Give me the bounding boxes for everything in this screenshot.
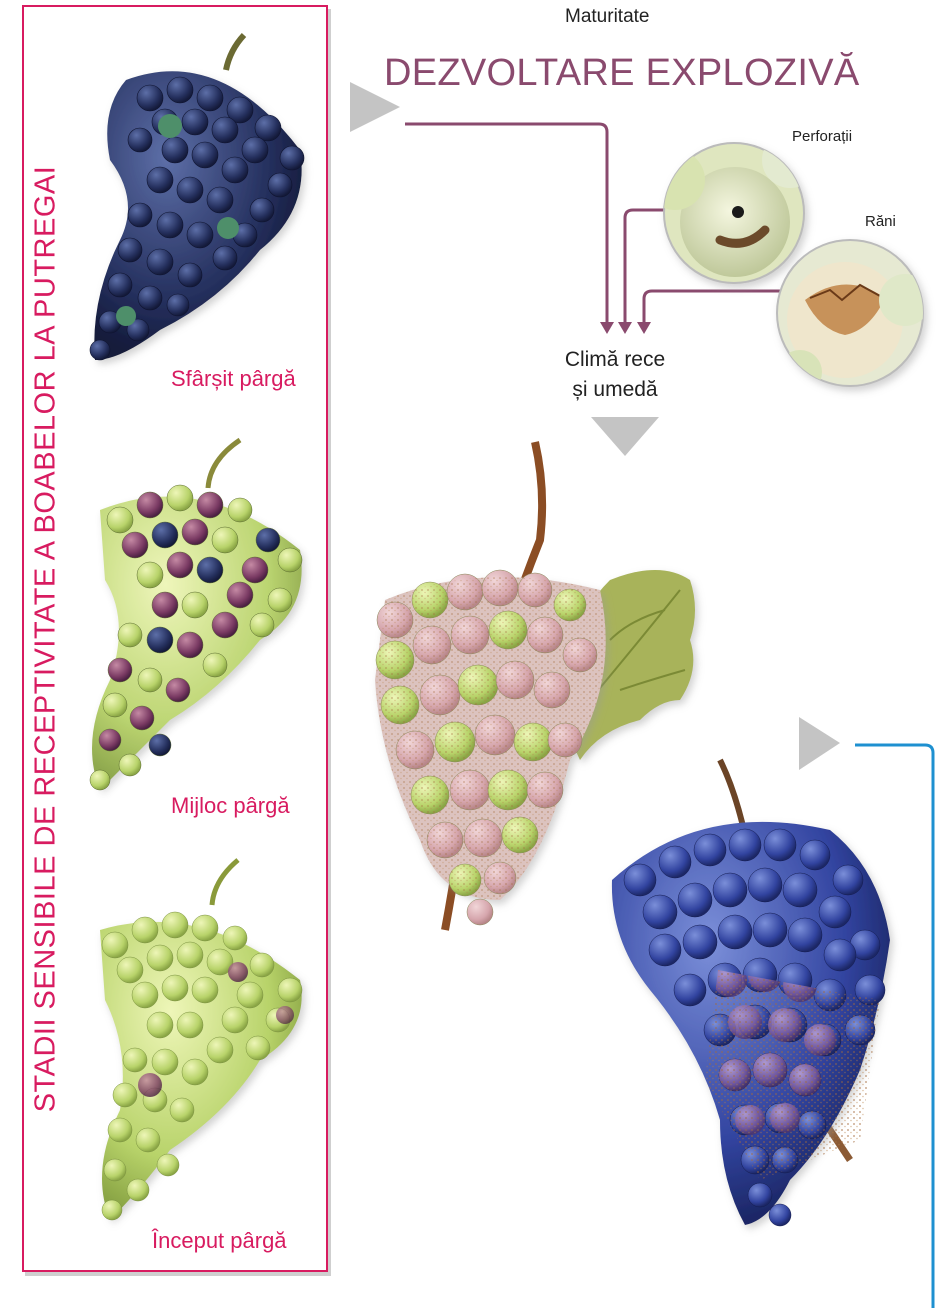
wound-magnifier: [777, 240, 931, 394]
cluster-late-veraison: [90, 35, 304, 360]
connector-arrowheads: [600, 322, 651, 334]
perforation-magnifier: [645, 132, 818, 283]
climate-line-2: și umedă: [520, 375, 710, 405]
rot-cluster-blue: [612, 760, 900, 1226]
stage-label-mid: Mijloc pârgă: [171, 793, 290, 819]
stage-label-late: Sfârșit pârgă: [171, 366, 296, 392]
cluster-mid-veraison: [90, 440, 302, 790]
maturity-label: Maturitate: [565, 6, 649, 28]
main-heading: DEZVOLTARE EXPLOZIVĂ: [384, 52, 860, 95]
wounds-label: Răni: [865, 213, 896, 230]
cluster-early-veraison: [100, 860, 302, 1220]
climate-line-1: Climă rece: [520, 345, 710, 375]
perforations-label: Perforații: [792, 128, 852, 145]
stage-label-early: Început pârgă: [152, 1228, 287, 1254]
arrow-down-icon: [591, 417, 659, 456]
climate-label: Climă rece și umedă: [520, 345, 710, 405]
arrow-right-bottom-icon: [799, 717, 840, 770]
